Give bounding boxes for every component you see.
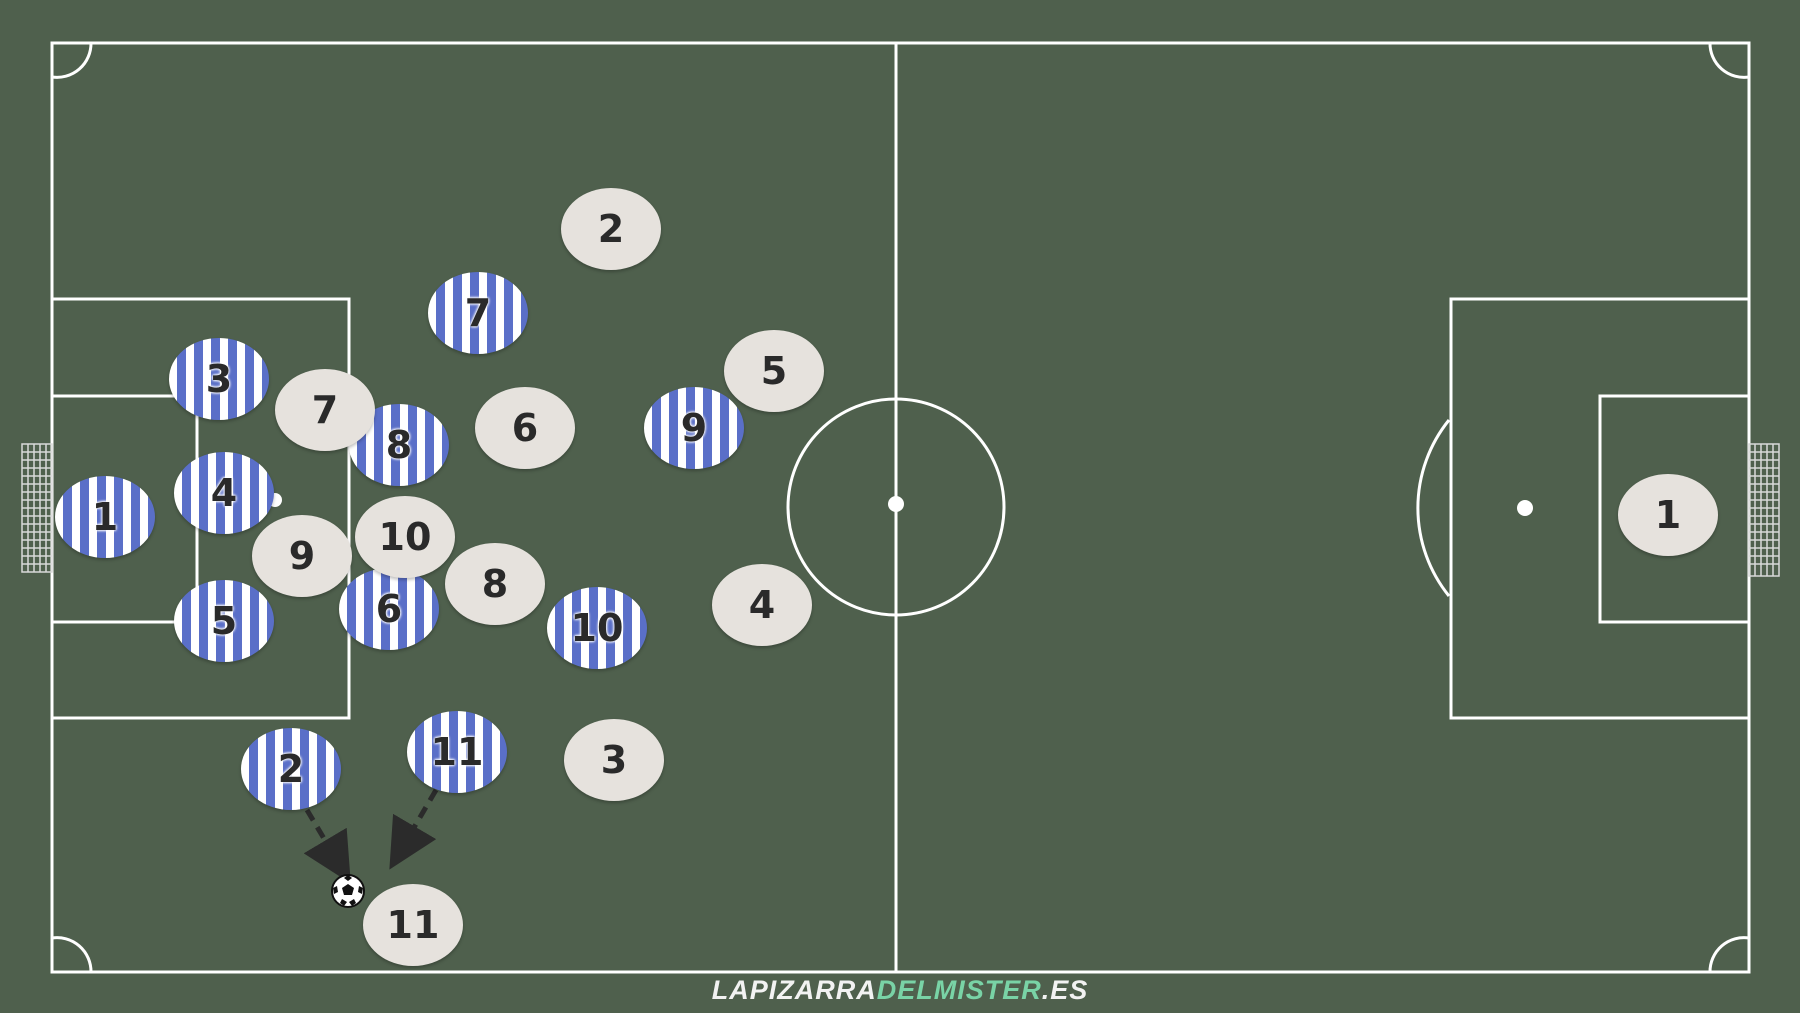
- player-number: 11: [386, 903, 440, 947]
- away-player-5[interactable]: 5: [724, 330, 824, 412]
- player-number: 6: [375, 587, 403, 631]
- player-number: 1: [91, 495, 119, 539]
- corner-arc-bottom-left: [51, 936, 93, 973]
- home-player-11[interactable]: 11: [407, 711, 507, 793]
- soccer-ball-icon[interactable]: [330, 873, 366, 909]
- player-number: 3: [600, 738, 628, 782]
- center-circle: [786, 397, 1006, 617]
- home-player-7[interactable]: 7: [428, 272, 528, 354]
- player-number: 9: [288, 534, 316, 578]
- away-player-11[interactable]: 11: [363, 884, 463, 966]
- center-spot: [888, 496, 904, 512]
- left-goal: [21, 443, 53, 573]
- corner-arc-bottom-right: [1708, 936, 1750, 973]
- away-player-2[interactable]: 2: [561, 188, 661, 270]
- move-arrow-player-11: [389, 788, 439, 870]
- brand-part-3: .ES: [1041, 975, 1089, 1005]
- away-player-7[interactable]: 7: [275, 369, 375, 451]
- right-penalty-arc: [1416, 419, 1451, 597]
- player-number: 10: [570, 606, 624, 650]
- away-player-9[interactable]: 9: [252, 515, 352, 597]
- player-number: 4: [210, 471, 238, 515]
- away-player-8[interactable]: 8: [445, 543, 545, 625]
- away-goalkeeper-1[interactable]: 1: [1618, 474, 1718, 556]
- right-penalty-spot: [1517, 500, 1533, 516]
- player-number: 5: [760, 349, 788, 393]
- right-goal: [1748, 443, 1780, 577]
- home-player-2[interactable]: 2: [241, 728, 341, 810]
- away-player-4[interactable]: 4: [712, 564, 812, 646]
- brand-part-1: LAPIZARRA: [711, 975, 877, 1005]
- brand-watermark: LAPIZARRADELMISTER.ES: [0, 975, 1800, 1006]
- home-player-5[interactable]: 5: [174, 580, 274, 662]
- player-number: 8: [385, 423, 413, 467]
- player-number: 5: [210, 599, 238, 643]
- player-number: 2: [277, 747, 305, 791]
- player-number: 9: [680, 406, 708, 450]
- away-player-6[interactable]: 6: [475, 387, 575, 469]
- player-number: 7: [311, 388, 339, 432]
- player-number: 11: [430, 730, 484, 774]
- player-number: 4: [748, 583, 776, 627]
- home-player-6[interactable]: 6: [339, 568, 439, 650]
- home-player-4[interactable]: 4: [174, 452, 274, 534]
- move-arrow-player-2: [303, 808, 351, 884]
- away-player-3[interactable]: 3: [564, 719, 664, 801]
- away-player-10[interactable]: 10: [355, 496, 455, 578]
- player-number: 1: [1654, 493, 1682, 537]
- corner-arc-top-right: [1708, 42, 1750, 79]
- home-player-1[interactable]: 1: [55, 476, 155, 558]
- player-number: 10: [378, 515, 432, 559]
- home-player-10[interactable]: 10: [547, 587, 647, 669]
- corner-arc-top-left: [51, 42, 93, 79]
- player-number: 8: [481, 562, 509, 606]
- player-number: 2: [597, 207, 625, 251]
- player-number: 3: [205, 357, 233, 401]
- home-player-3[interactable]: 3: [169, 338, 269, 420]
- player-number: 6: [511, 406, 539, 450]
- player-number: 7: [464, 291, 492, 335]
- brand-part-2: DELMISTER: [876, 975, 1042, 1005]
- home-player-9[interactable]: 9: [644, 387, 744, 469]
